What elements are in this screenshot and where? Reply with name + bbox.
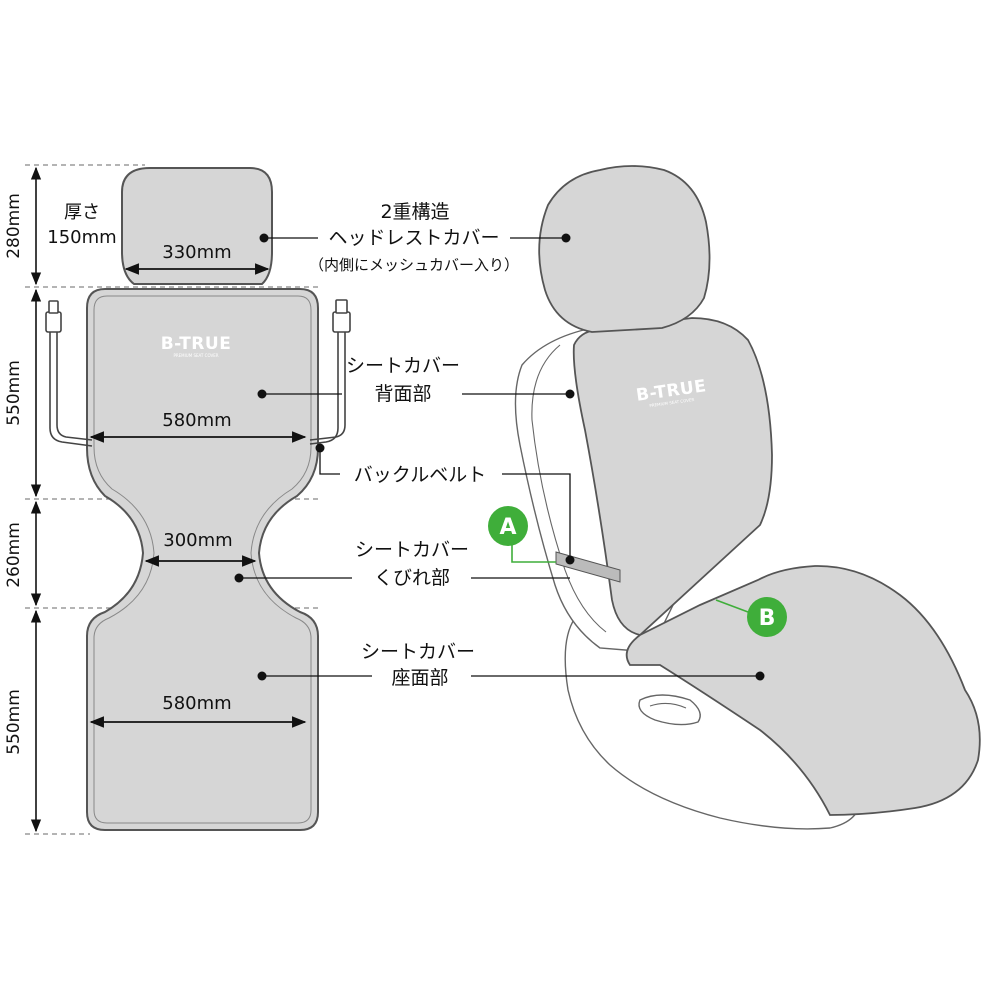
illustrated-back-cover — [572, 317, 773, 636]
badge-b: B — [715, 597, 787, 637]
badge-b-label: B — [759, 606, 776, 631]
badge-a-circle — [488, 506, 528, 546]
illustrated-headrest-cover — [538, 165, 711, 333]
dot-seat-flat — [257, 671, 267, 681]
width-label-seat: 580mm — [162, 693, 231, 714]
callout-seat-line1: シートカバー — [361, 641, 475, 663]
badge-b-circle — [747, 597, 787, 637]
badge-a-label: A — [499, 515, 516, 540]
cover-logo-text: B-TRUE — [161, 334, 232, 354]
seat-cover-stitch-line — [93, 295, 312, 824]
seat-cover-body-shape — [86, 288, 319, 831]
dot-buckle-flat — [315, 443, 325, 453]
callout-waist-line2: くびれ部 — [374, 567, 450, 589]
callout-buckle-line1: バックルベルト — [354, 464, 486, 486]
callout-seat-line2: 座面部 — [391, 667, 448, 689]
seat-side-lever — [638, 694, 701, 726]
thickness-value: 150mm — [47, 227, 116, 248]
callout-back-line1: シートカバー — [346, 355, 460, 377]
dim-label-waist: 260mm — [4, 522, 24, 588]
badge-b-leader — [715, 599, 749, 613]
dot-headrest-seat — [561, 233, 571, 243]
right-buckle-icon — [332, 311, 351, 333]
headrest-thickness: 厚さ 150mm — [47, 202, 116, 248]
seat-illustration: B-TRUE PREMIUM SEAT COVER — [514, 165, 981, 830]
cover-logo-subtext: PREMIUM SEAT COVER — [173, 353, 218, 358]
leader-buckle — [319, 448, 340, 475]
left-buckle-icon — [45, 311, 62, 333]
callout-headrest-line1: 2重構造 — [380, 201, 449, 223]
dot-seat-seat — [755, 671, 765, 681]
width-labels: 330mm 580mm 300mm 580mm — [162, 242, 232, 714]
callout-back-line2: 背面部 — [374, 383, 431, 405]
buckle-belts — [45, 299, 351, 447]
thickness-label: 厚さ — [64, 202, 100, 223]
dot-headrest-flat — [259, 233, 269, 243]
illustrated-logo-subtext: PREMIUM SEAT COVER — [649, 397, 695, 408]
flat-cover: B-TRUE PREMIUM SEAT COVER — [86, 167, 319, 831]
leader-dots — [234, 233, 765, 681]
dot-back-seat — [565, 389, 575, 399]
leader-lines — [239, 237, 760, 677]
dot-back-flat — [257, 389, 267, 399]
callout-labels: 2重構造 ヘッドレストカバー （内側にメッシュカバー入り） シートカバー 背面部… — [309, 201, 519, 689]
dim-label-back: 550mm — [4, 360, 24, 426]
width-label-back: 580mm — [162, 410, 231, 431]
width-label-waist: 300mm — [163, 530, 232, 551]
callout-headrest-line2: ヘッドレストカバー — [328, 227, 499, 249]
dot-buckle-seat — [565, 555, 575, 565]
illustrated-seat-cover — [625, 565, 981, 816]
dot-waist-flat — [234, 573, 244, 583]
width-arrows — [89, 263, 307, 728]
callout-waist-line1: シートカバー — [355, 539, 469, 561]
badge-a: A — [488, 506, 556, 563]
leader-buckle-right — [502, 473, 571, 560]
width-label-headrest: 330mm — [162, 242, 231, 263]
callout-headrest-line3: （内側にメッシュカバー入り） — [309, 256, 519, 274]
dim-label-headrest: 280mm — [4, 193, 24, 259]
left-buckle-belt — [49, 330, 93, 447]
headrest-cover-shape — [121, 167, 273, 285]
badge-a-leader — [511, 540, 556, 563]
vertical-dimension-labels: 280mm 550mm 260mm 550mm — [4, 193, 24, 755]
dim-label-seat: 550mm — [4, 689, 24, 755]
